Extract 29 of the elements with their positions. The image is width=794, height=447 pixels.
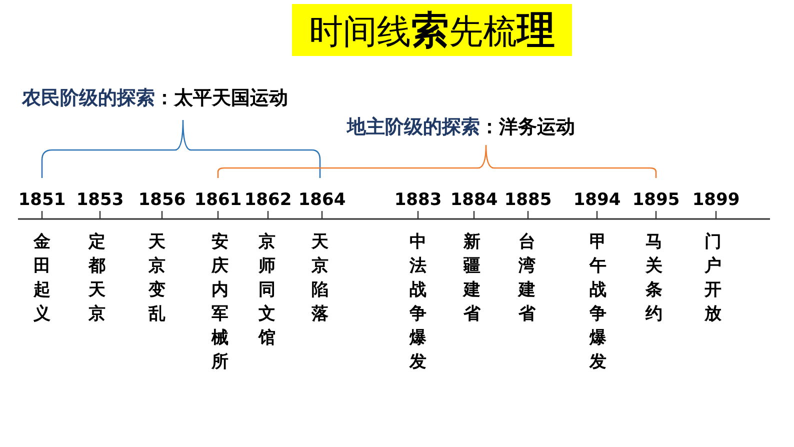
year-label: 1894 <box>573 190 621 210</box>
event-label: 天京变乱 <box>148 231 166 326</box>
year-label: 1856 <box>138 190 186 210</box>
heading-label: 农民阶级的探索 <box>22 86 155 111</box>
event-label: 定都天京 <box>88 231 106 326</box>
event-label: 甲午战争爆发 <box>589 231 607 374</box>
year-label: 1885 <box>504 190 552 210</box>
year-label: 1861 <box>194 190 242 210</box>
event-label: 门户开放 <box>704 231 722 326</box>
event-label: 京师同文馆 <box>258 231 276 350</box>
event-label: 马关条约 <box>645 231 663 326</box>
event-label: 天京陷落 <box>311 231 329 326</box>
year-label: 1853 <box>76 190 124 210</box>
year-label: 1862 <box>244 190 292 210</box>
event-label: 中法战争爆发 <box>409 231 427 374</box>
year-label: 1884 <box>450 190 498 210</box>
heading-label: ：太平天国运动 <box>155 86 288 111</box>
heading-label: 地主阶级的探索 <box>347 115 480 140</box>
year-label: 1883 <box>394 190 442 210</box>
event-label: 金田起义 <box>33 231 51 326</box>
year-label: 1899 <box>692 190 740 210</box>
year-label: 1864 <box>298 190 346 210</box>
event-label: 新疆建省 <box>463 231 481 326</box>
event-label: 台湾建省 <box>518 231 536 326</box>
event-label: 安庆内军械所 <box>211 231 229 374</box>
year-label: 1851 <box>18 190 66 210</box>
heading-label: ：洋务运动 <box>480 115 575 140</box>
year-label: 1895 <box>632 190 680 210</box>
title: 时间线索先梳理 <box>292 4 572 56</box>
